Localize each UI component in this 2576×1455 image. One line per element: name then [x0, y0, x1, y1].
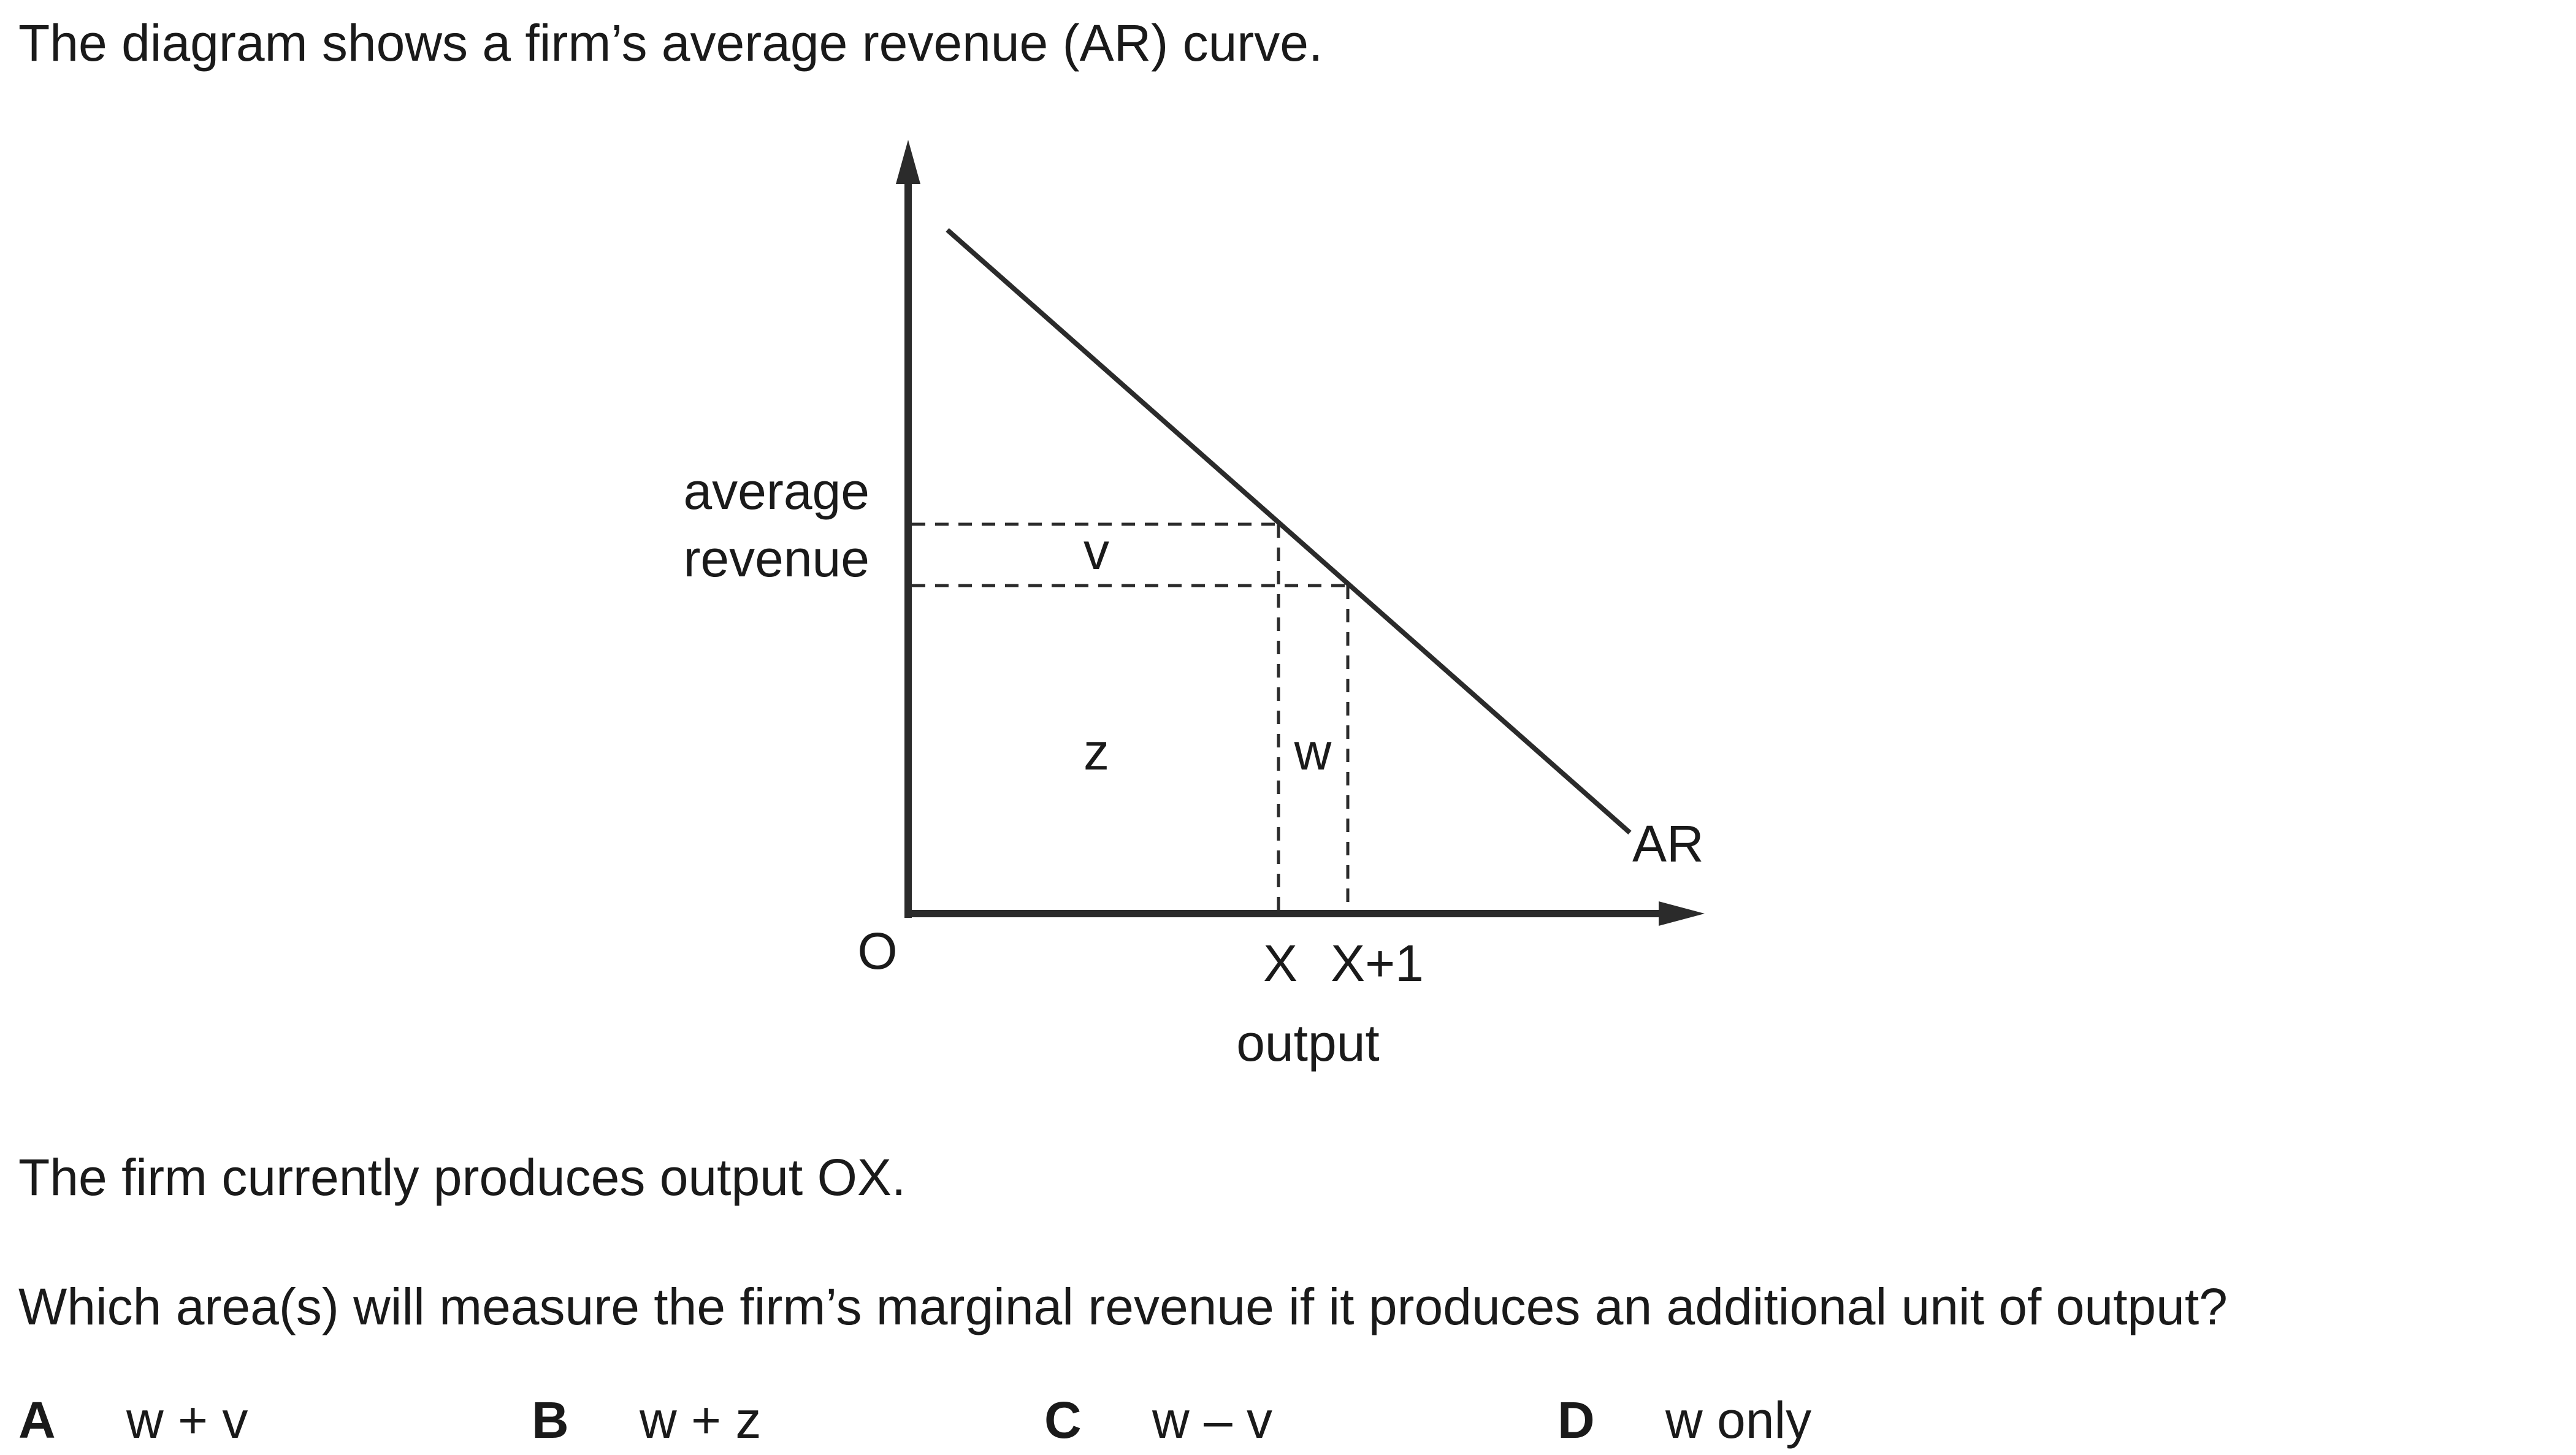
y-axis-label-line2: revenue — [683, 530, 869, 587]
option-letter: D — [1557, 1391, 1595, 1449]
question-context: The firm currently produces output OX. — [18, 1148, 906, 1206]
x-axis-label: output — [1236, 1014, 1380, 1072]
area-w-label: w — [1294, 723, 1332, 781]
curve-label: AR — [1632, 815, 1704, 873]
option-letter: B — [532, 1391, 569, 1449]
y-axis-label-line1: average — [683, 462, 869, 520]
x-tick-label-x-plus-1: X+1 — [1331, 934, 1424, 992]
option-text: w – v — [1152, 1391, 1273, 1449]
area-v-label: v — [1084, 522, 1109, 580]
option-text: w only — [1665, 1391, 1812, 1449]
question-intro: The diagram shows a firm’s average reven… — [18, 14, 1323, 72]
option-letter: A — [18, 1391, 56, 1449]
y-axis-arrowhead — [896, 140, 920, 184]
dashed-guides — [912, 522, 1350, 910]
ar-curve — [946, 228, 1632, 834]
option-text: w + v — [126, 1391, 248, 1449]
area-z-label: z — [1084, 723, 1109, 781]
origin-label: O — [857, 922, 897, 980]
x-axis-arrowhead — [1659, 901, 1705, 926]
option-letter: C — [1044, 1391, 1082, 1449]
option-text: w + z — [640, 1391, 762, 1449]
question-prompt: Which area(s) will measure the firm’s ma… — [18, 1278, 2228, 1335]
x-tick-label-x: X — [1263, 934, 1298, 992]
